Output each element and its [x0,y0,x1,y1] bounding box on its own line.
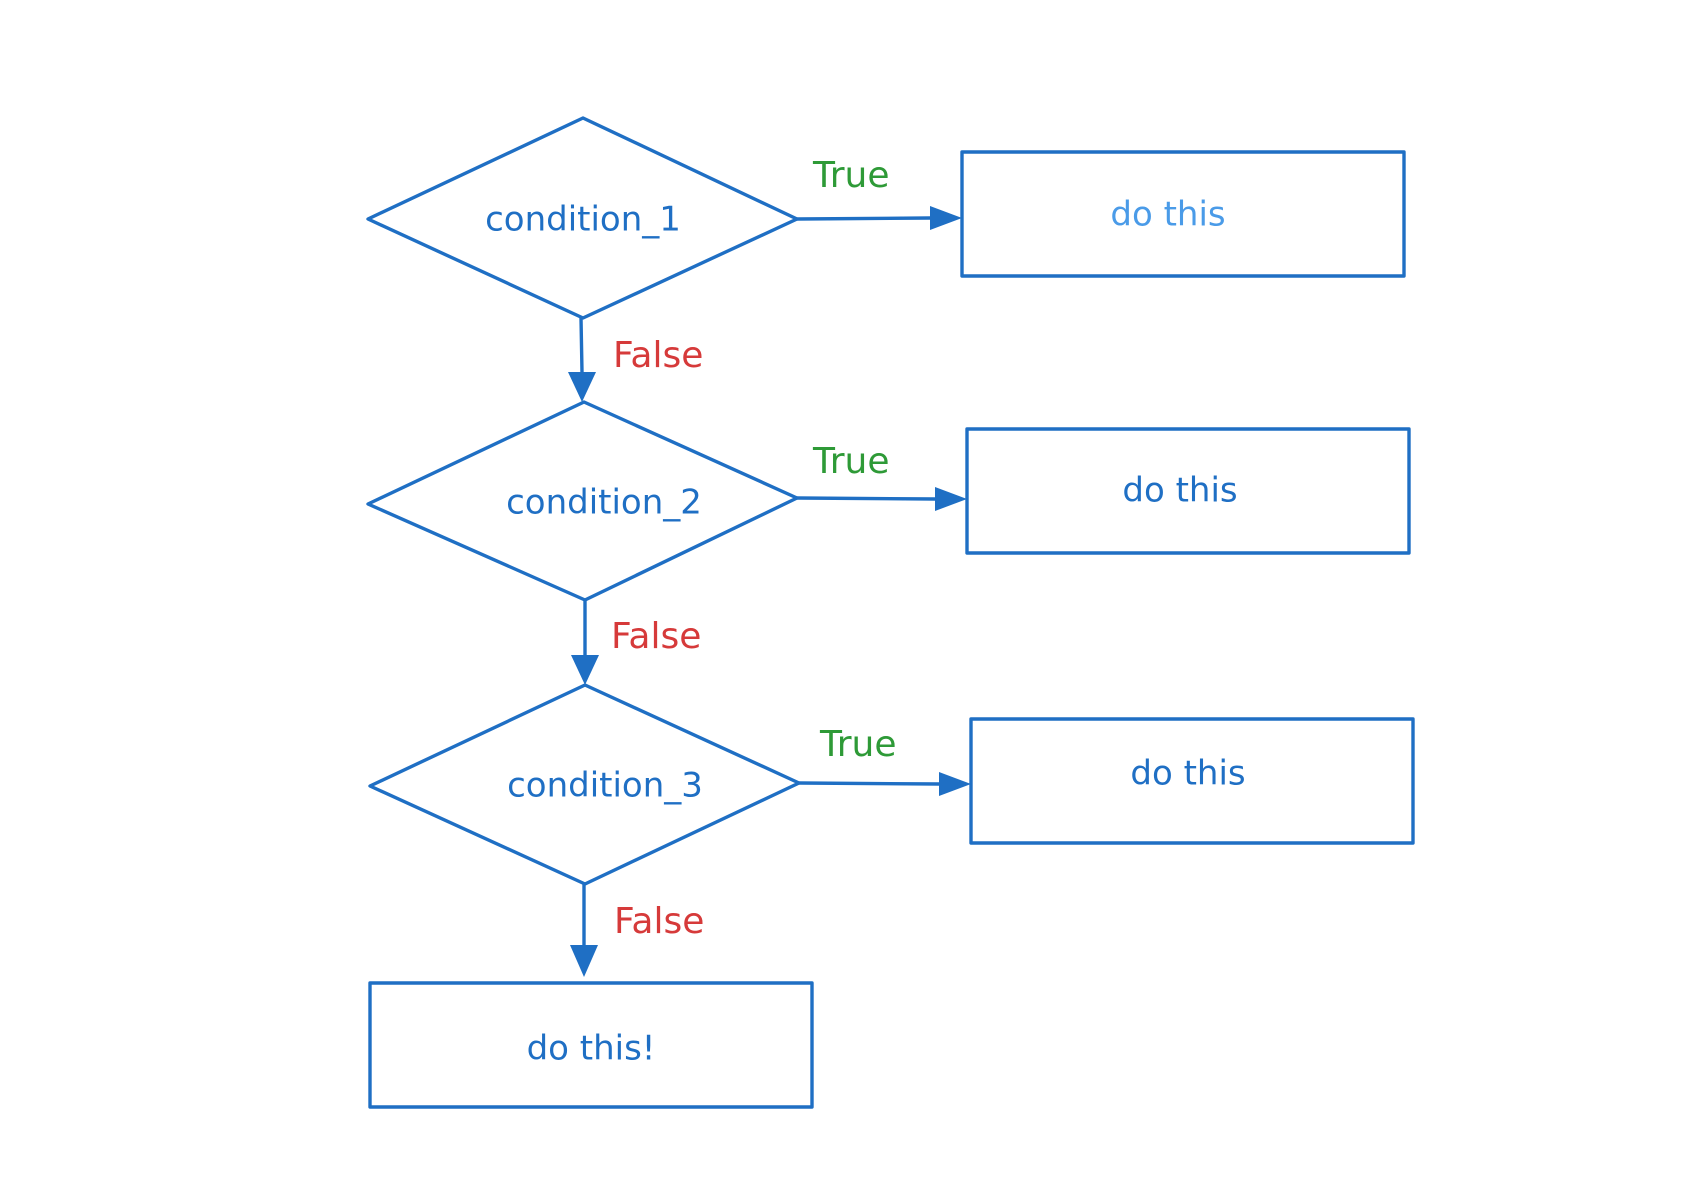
arrowhead-right-2-icon [935,487,967,511]
decision-condition-3: condition_3 [368,683,801,886]
edge-true-2: True [795,441,967,511]
action-box-1: do this [960,150,1406,278]
edge-true-1-label: True [812,155,889,196]
edge-true-1: True [795,155,962,230]
decision-condition-1: condition_1 [366,116,799,320]
edge-true-3: True [797,724,971,796]
edge-true-3-label: True [819,724,896,765]
action-rect-2 [965,427,1411,555]
action-rect-final [368,981,814,1109]
arrowhead-down-2-icon [571,655,599,685]
action-box-3: do this [969,717,1415,845]
decision-condition-2: condition_2 [366,400,799,602]
action-box-final: do this! [368,981,814,1109]
edge-true-3-line [797,781,941,786]
action-label-2: do this [1122,471,1237,511]
decision-diamond-1 [366,116,799,320]
edge-false-3-label: False [614,901,704,942]
action-label-1: do this [1110,195,1225,235]
edge-true-2-line [795,496,937,501]
edge-true-1-line [795,216,932,221]
decision-label-1: condition_1 [485,200,681,240]
action-label-3: do this [1130,754,1245,794]
action-rect-1 [960,150,1406,278]
action-label-final: do this! [527,1029,656,1069]
edge-false-1-label: False [613,335,703,376]
decision-label-3: condition_3 [507,766,703,806]
decision-label-2: condition_2 [506,483,702,523]
edge-false-2-label: False [611,616,701,657]
arrowhead-down-3-icon [570,945,598,977]
edge-false-2: False [571,598,701,685]
edge-true-2-label: True [812,441,889,482]
edge-false-1: False [568,316,703,402]
action-rect-3 [969,717,1415,845]
arrowhead-right-1-icon [930,206,962,230]
arrowhead-right-3-icon [939,772,971,796]
edge-false-3: False [570,882,704,977]
action-box-2: do this [965,427,1411,555]
arrowhead-down-1-icon [568,372,596,402]
edge-false-1-line [579,316,584,374]
